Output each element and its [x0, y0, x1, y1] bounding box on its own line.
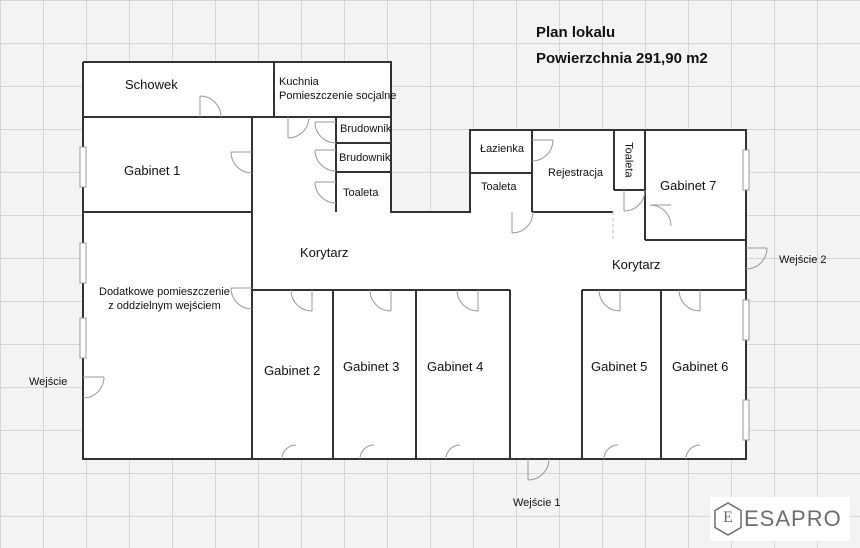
room-korytarz-2: Korytarz — [612, 257, 661, 272]
plan-area: Powierzchnia 291,90 m2 — [536, 50, 708, 67]
plan-title-line1: Plan lokalu — [536, 24, 616, 41]
logo-mark: E — [723, 509, 733, 526]
room-kuchnia-line1: Kuchnia — [279, 76, 319, 88]
plan-title: Plan lokalu Powierzchnia 291,90 m2 — [536, 20, 708, 72]
esapro-logo: E ESAPRO — [710, 497, 850, 541]
logo-text: ESAPRO — [744, 506, 842, 531]
room-kuchnia: Kuchnia Pomieszczenie socjalne — [279, 76, 396, 104]
room-gabinet-4: Gabinet 4 — [427, 359, 484, 374]
room-gabinet-1: Gabinet 1 — [124, 163, 181, 178]
room-dodatkowe-line1: Dodatkowe pomieszczenie — [99, 286, 230, 298]
room-dodatkowe-line2: z oddzielnym wejściem — [108, 299, 221, 312]
room-gabinet-5: Gabinet 5 — [591, 359, 648, 374]
room-toaleta-rotated: Toaleta — [622, 142, 635, 178]
room-brudownik-2: Brudownik — [339, 152, 391, 164]
room-dodatkowe: Dodatkowe pomieszczenie z oddzielnym wej… — [99, 286, 230, 314]
room-gabinet-6: Gabinet 6 — [672, 359, 729, 374]
room-schowek: Schowek — [125, 77, 178, 92]
room-gabinet-2: Gabinet 2 — [264, 363, 321, 378]
room-korytarz-1: Korytarz — [300, 245, 349, 260]
room-toaleta-left: Toaleta — [343, 187, 379, 199]
room-lazienka: Łazienka — [480, 143, 525, 155]
entrance-left: Wejście — [29, 376, 68, 388]
room-gabinet-7: Gabinet 7 — [660, 178, 717, 193]
entrance-1: Wejście 1 — [513, 497, 561, 509]
room-brudownik-1: Brudownik — [340, 123, 392, 135]
room-toaleta-mid: Toaleta — [481, 181, 517, 193]
room-kuchnia-line2: Pomieszczenie socjalne — [279, 89, 397, 102]
entrance-2: Wejście 2 — [779, 254, 827, 266]
room-rejestracja: Rejestracja — [548, 167, 604, 179]
room-gabinet-3: Gabinet 3 — [343, 359, 400, 374]
hexagon-logo-icon — [714, 502, 742, 536]
